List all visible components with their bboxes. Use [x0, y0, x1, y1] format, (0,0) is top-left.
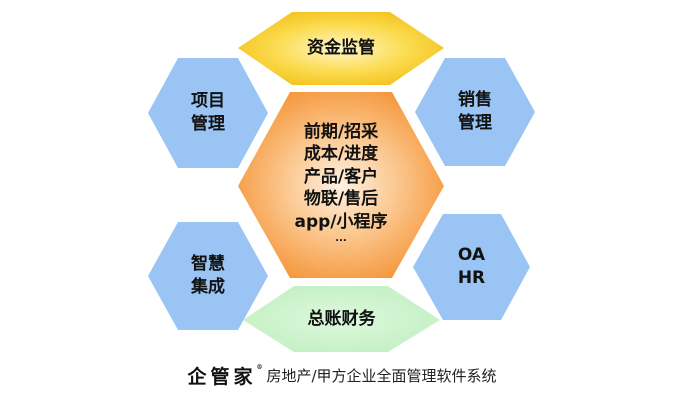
label-line: 管理	[458, 113, 492, 133]
label-line: app/小程序	[294, 211, 388, 232]
label-ledger-finance: 总账财务	[243, 286, 440, 352]
registered-mark: ®	[256, 363, 263, 371]
label-smart-integration: 智慧 集成	[148, 222, 268, 330]
label-line: 前期/招采	[303, 121, 379, 142]
label-line: 项目	[191, 91, 225, 111]
label-line: 成本/进度	[303, 144, 379, 165]
tagline: 房地产/甲方企业全面管理软件系统	[266, 366, 497, 385]
label-line: OA	[457, 245, 486, 265]
label-ellipsis: ...	[335, 233, 347, 245]
label-line: 集成	[191, 277, 225, 297]
label-line: 管理	[191, 114, 225, 134]
label-line: 总账财务	[307, 308, 376, 329]
hex-bottom-ledger-finance	[243, 286, 440, 352]
hex-top-fund-supervision	[238, 12, 444, 85]
footer-caption: 企管家® 房地产/甲方企业全面管理软件系统	[0, 360, 684, 390]
label-oa-hr: OA HR	[413, 214, 530, 320]
hex-right-top-sales	[415, 58, 535, 166]
hex-left-bottom-integration	[148, 222, 268, 330]
label-line: HR	[457, 268, 486, 288]
label-sales-management: 销售 管理	[415, 58, 535, 166]
label-line: 产品/客户	[303, 166, 379, 187]
brand-logo: 企管家®	[187, 362, 262, 389]
label-line: 物联/售后	[303, 189, 379, 210]
label-line: 智慧	[191, 254, 225, 274]
label-line: 资金监管	[307, 38, 375, 58]
label-project-management: 项目 管理	[148, 58, 268, 168]
label-fund-supervision: 资金监管	[238, 12, 444, 85]
hex-right-bottom-oa-hr	[413, 214, 530, 320]
hex-left-top-project	[148, 58, 268, 168]
hex-center-core	[238, 92, 444, 278]
label-core-modules: 前期/招采 成本/进度 产品/客户 物联/售后 app/小程序 ...	[238, 104, 444, 262]
label-line: 销售	[458, 90, 492, 110]
brand-name: 企管家	[187, 365, 257, 388]
